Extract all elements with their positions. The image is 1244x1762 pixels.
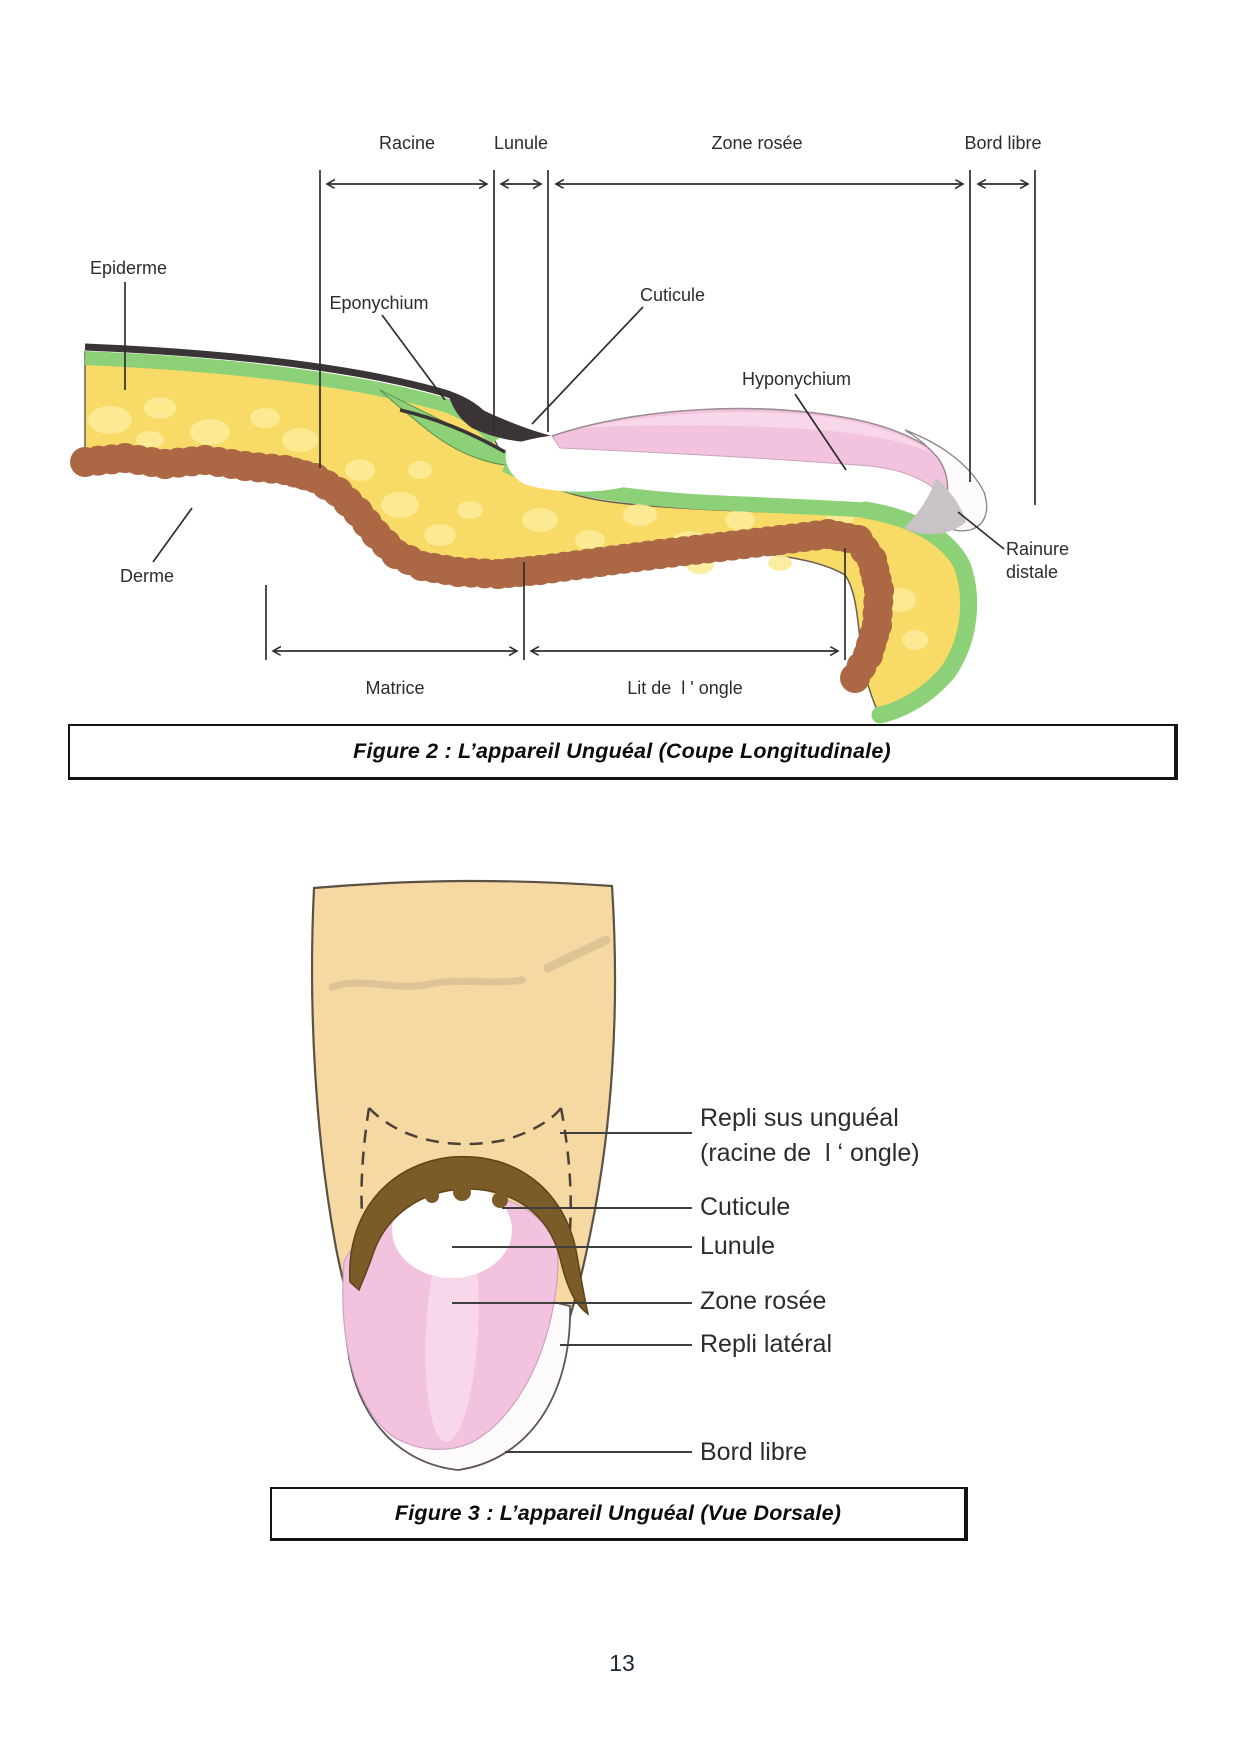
- label-derme: Derme: [120, 566, 175, 586]
- free-edge-white: [904, 429, 988, 532]
- label-zone-rosee: Zone rosée: [711, 133, 803, 153]
- figure2-caption: Figure 2 : L’appareil Unguéal (Coupe Lon…: [68, 724, 1178, 780]
- label-zone-rosee-dorsale: Zone rosée: [700, 1287, 827, 1315]
- eponychium-dark-wedge: [448, 394, 560, 443]
- finger-dorsal-illustration: [310, 879, 617, 1471]
- lunule-dorsal: [392, 1182, 512, 1278]
- label-lunule-dorsale: Lunule: [700, 1232, 776, 1260]
- label-rainure-distale: Rainure distale: [1006, 539, 1070, 583]
- label-hyponychium: Hyponychium: [742, 369, 852, 389]
- cuticle-arc: [349, 1155, 590, 1316]
- fold-underside-line: [399, 408, 506, 454]
- knuckle-crease-right: [543, 935, 611, 973]
- label-repli-lateral: Repli latéral: [700, 1330, 833, 1358]
- label-cuticule: Cuticule: [640, 285, 706, 305]
- label-racine: Racine: [378, 133, 436, 153]
- nail-plate-highlight: [580, 411, 930, 452]
- label-matrice: Matrice: [365, 678, 425, 698]
- basal-membrane-scallops: [70, 443, 894, 693]
- knuckle-crease-left: [328, 976, 526, 991]
- figure3-caption: Figure 3 : L’appareil Unguéal (Vue Dorsa…: [270, 1487, 968, 1541]
- label-eponychium: Eponychium: [329, 293, 429, 313]
- label-bord-libre-dorsal: Bord libre: [700, 1438, 807, 1466]
- cuticle-bump-1: [453, 1183, 471, 1201]
- figure2-pointer-lines: [124, 282, 1005, 563]
- page-number: 13: [609, 1650, 635, 1676]
- label-epiderme: Epiderme: [90, 258, 168, 278]
- label-lunule: Lunule: [493, 133, 549, 153]
- figure2-dimension-lines: [265, 170, 1036, 660]
- label-repli-sus-ungueal: Repli sus unguéal: [700, 1104, 899, 1132]
- label-lit-de-l-ongle: Lit de l ' ongle: [627, 678, 743, 698]
- label-racine-de-l-ongle: (racine de l ‘ ongle): [700, 1139, 920, 1167]
- cuticle-bump-3: [425, 1189, 439, 1203]
- label-cuticule-dorsale: Cuticule: [700, 1193, 791, 1221]
- figure3-pointer-lines: [452, 1132, 692, 1453]
- label-bord-libre: Bord libre: [964, 133, 1042, 153]
- cuticle-bump-2: [492, 1192, 508, 1208]
- distal-groove: [904, 478, 966, 535]
- nail-cross-section-illustration: [70, 343, 988, 724]
